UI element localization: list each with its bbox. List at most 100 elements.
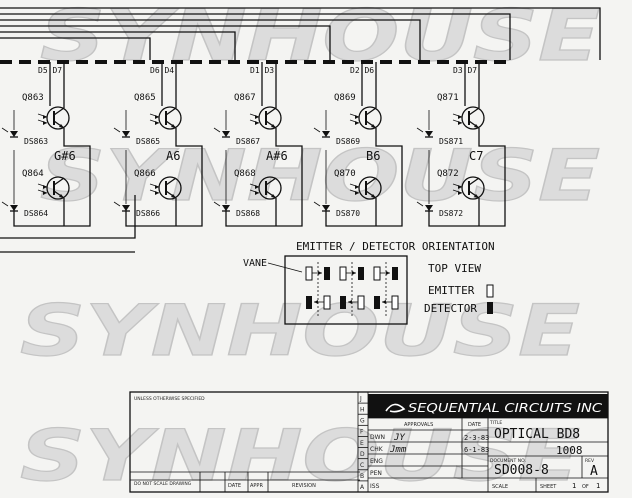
of-label: OF bbox=[582, 484, 589, 490]
zone-letter: H bbox=[360, 406, 365, 413]
document-number: SD008-8 bbox=[494, 463, 549, 478]
iss-label: ISS bbox=[370, 483, 380, 490]
phototransistor-bottom bbox=[349, 176, 382, 200]
zone-letter: F bbox=[360, 429, 364, 436]
emitter-diode-top bbox=[1, 127, 18, 138]
chk-value: Jmm bbox=[389, 445, 407, 455]
zone-letter: A bbox=[360, 484, 365, 491]
emitter-diode-bottom bbox=[1, 201, 18, 212]
date-2: 6-1-83 bbox=[464, 446, 489, 454]
phototransistor-bottom bbox=[452, 176, 485, 200]
phototransistor-top bbox=[37, 106, 70, 130]
dont-scale-text: DO NOT SCALE DRAWING bbox=[134, 481, 192, 487]
drn-value: JY bbox=[393, 433, 405, 443]
company-banner bbox=[368, 394, 608, 418]
transistor-bottom-label: Q866 bbox=[134, 169, 156, 179]
emitter-diode-top bbox=[113, 127, 130, 138]
ds-bottom-label: DS866 bbox=[136, 209, 160, 218]
transistor-bottom-label: Q868 bbox=[234, 169, 256, 179]
note-label: B6 bbox=[366, 149, 380, 163]
transistor-bottom-label: Q870 bbox=[334, 169, 356, 179]
emitter-diode-top bbox=[213, 127, 230, 138]
emitter-label: EMITTER bbox=[428, 284, 475, 297]
detector-legend-symbol bbox=[487, 302, 493, 314]
sensor-pair-2 bbox=[339, 262, 365, 318]
drawing-title: OPTICAL BD8 bbox=[494, 427, 580, 442]
note-label: A6 bbox=[166, 149, 180, 163]
revision-letter: A bbox=[590, 464, 598, 479]
date-header: DATE bbox=[468, 422, 481, 428]
transistor-top-label: Q871 bbox=[437, 93, 459, 103]
zone-letter: E bbox=[360, 440, 364, 447]
eng-label: ENG bbox=[370, 458, 383, 465]
rev-label: REV bbox=[585, 458, 595, 464]
ds-bottom-label: DS868 bbox=[236, 209, 260, 218]
note-label: A#6 bbox=[266, 149, 288, 163]
date-1: 2-3-83 bbox=[464, 434, 489, 442]
zone-letter: J bbox=[359, 395, 362, 402]
approvals-header: APPROVALS bbox=[404, 422, 433, 428]
ds-top-label: DS867 bbox=[236, 137, 260, 146]
doc-no-label: DOCUMENT NO. bbox=[490, 458, 526, 464]
phototransistor-bottom bbox=[249, 176, 282, 200]
company-name: SEQUENTIAL CIRCUITS INC bbox=[408, 401, 603, 415]
orientation-diagram: EMITTER / DETECTOR ORIENTATION VANE TOP … bbox=[243, 240, 495, 325]
zone-letter: C bbox=[360, 462, 364, 469]
detector-label: DETECTOR bbox=[424, 302, 477, 315]
sensor-pair-1 bbox=[305, 262, 331, 318]
ds-top-label: DS869 bbox=[336, 137, 360, 146]
appr-col-header: APPR bbox=[250, 483, 263, 489]
bus-lines bbox=[0, 7, 601, 253]
company-logo-icon bbox=[385, 403, 406, 413]
transistor-top-label: Q867 bbox=[234, 93, 256, 103]
date-col-header: DATE bbox=[228, 483, 241, 489]
watermark-4: SYNHOUSE bbox=[20, 415, 580, 497]
rev-col-header: REVISION bbox=[292, 483, 316, 489]
title-field-label: TITLE bbox=[489, 420, 502, 426]
sensor-pair-3 bbox=[373, 262, 399, 318]
title-block: REVISION DATE APPR UNLESS OTHERWISE SPEC… bbox=[129, 391, 609, 493]
scale-label: SCALE bbox=[492, 484, 508, 490]
note-label: C7 bbox=[469, 149, 483, 163]
watermark-3: SYNHOUSE bbox=[20, 290, 580, 372]
emitter-diode-top bbox=[313, 127, 330, 138]
watermark-layer: SYNHOUSE SYNHOUSE SYNHOUSE SYNHOUSE bbox=[19, 0, 600, 498]
ds-top-label: DS863 bbox=[24, 137, 48, 146]
transistor-top-label: Q865 bbox=[134, 93, 156, 103]
transistor-bottom-label: Q864 bbox=[22, 169, 44, 179]
sheet-label: SHEET bbox=[540, 484, 557, 490]
note-label: G#6 bbox=[54, 149, 76, 163]
watermark-2: SYNHOUSE bbox=[40, 135, 600, 217]
ds-bottom-label: DS864 bbox=[24, 209, 48, 218]
emitter-legend-symbol bbox=[486, 284, 494, 298]
sheet-value: 1 bbox=[572, 482, 576, 490]
zone-letter: B bbox=[360, 473, 364, 480]
phototransistor-top bbox=[452, 106, 485, 130]
drn-label: DWN bbox=[370, 434, 385, 441]
notes-text: UNLESS OTHERWISE SPECIFIED bbox=[134, 396, 205, 402]
phototransistor-bottom bbox=[37, 176, 70, 200]
orientation-frame bbox=[284, 255, 408, 325]
ds-top-label: DS871 bbox=[439, 137, 463, 146]
ds-bottom-label: DS870 bbox=[336, 209, 360, 218]
ds-top-label: DS865 bbox=[136, 137, 160, 146]
drawing-number: 1008 bbox=[556, 444, 583, 457]
watermark-1: SYNHOUSE bbox=[40, 0, 600, 77]
top-view-label: TOP VIEW bbox=[428, 262, 481, 275]
zone-letter: D bbox=[360, 451, 365, 458]
of-value: 1 bbox=[596, 482, 600, 490]
ds-bottom-label: DS872 bbox=[439, 209, 463, 218]
zone-letter: G bbox=[360, 418, 365, 425]
emitter-diode-top bbox=[416, 127, 433, 138]
chk-label: CHK bbox=[370, 446, 384, 453]
transistor-top-label: Q869 bbox=[334, 93, 356, 103]
